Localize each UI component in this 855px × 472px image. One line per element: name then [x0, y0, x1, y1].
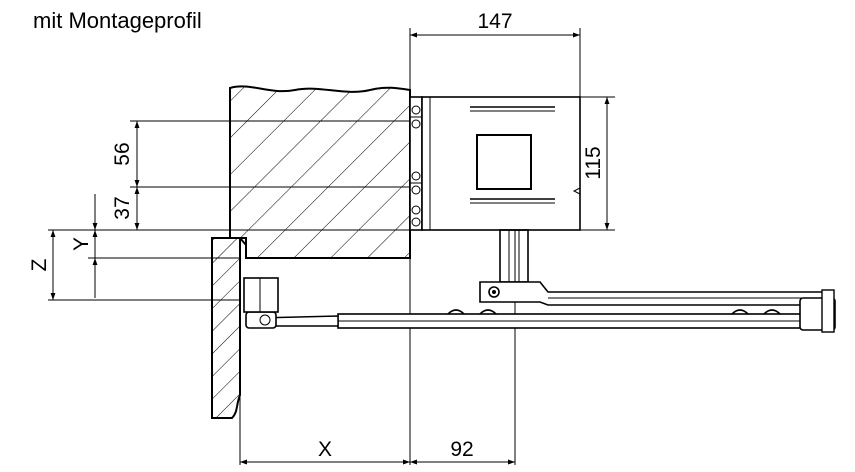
- extension-lines: [48, 28, 615, 301]
- dim-top-width: 147: [477, 10, 512, 33]
- drive-arm: [479, 229, 831, 306]
- bracket: [243, 277, 279, 313]
- dim-z-offset: Z: [28, 258, 51, 271]
- linkage-bar: [245, 289, 836, 333]
- mounting-profile: [211, 237, 247, 419]
- dim-bottom-right: 92: [450, 438, 473, 461]
- dim-left-upper: 56: [111, 142, 134, 165]
- motor-housing: [409, 96, 581, 231]
- wall-section: [229, 85, 411, 259]
- dimension-labels: 147 115 56 37 Y Z X 92: [28, 10, 605, 461]
- diagram-title: mit Montageprofil: [33, 8, 202, 33]
- dim-right-height: 115: [582, 146, 605, 179]
- dimension-lines: [50, 32, 610, 465]
- dim-left-lower: 37: [111, 196, 134, 219]
- dim-bottom-x: X: [318, 438, 332, 461]
- dim-y-offset: Y: [70, 237, 93, 251]
